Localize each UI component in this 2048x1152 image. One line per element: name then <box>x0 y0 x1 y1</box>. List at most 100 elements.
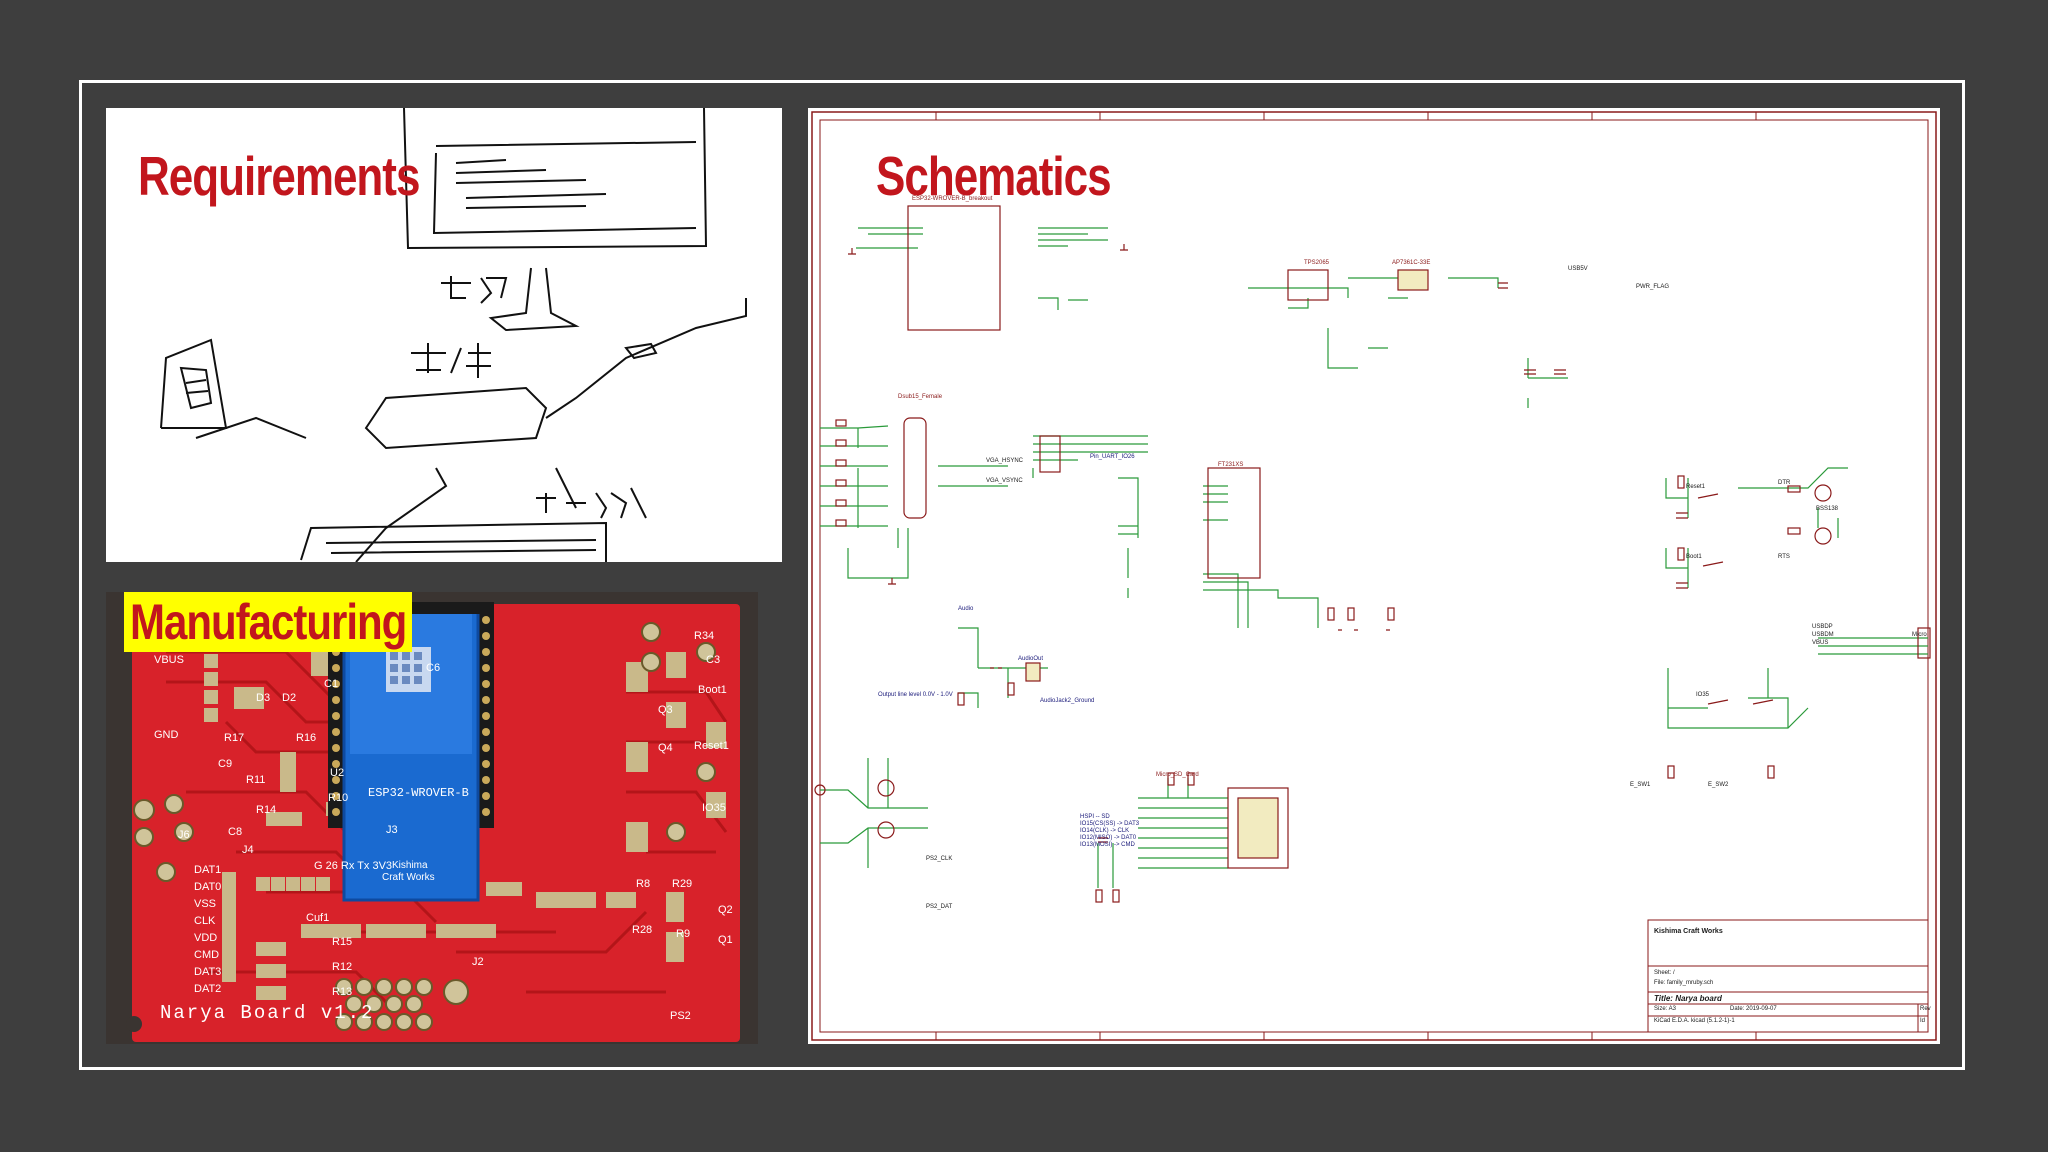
silk-boot1: Boot1 <box>698 684 727 696</box>
requirements-title: Requirements <box>138 146 420 208</box>
u4-symbol <box>1397 269 1429 291</box>
manufacturing-panel: Manufacturing ESP32-WROVER-B Kishima Cra… <box>106 592 758 1044</box>
silk-r15: R15 <box>332 936 353 948</box>
silk-d2: D2 <box>282 692 297 704</box>
net-usbdm: USBDM <box>1812 632 1834 638</box>
net-vbus: VBUS <box>1812 640 1829 646</box>
silk-j4: J4 <box>242 844 254 856</box>
silk-u2: U2 <box>330 767 345 779</box>
net-usbdp: USBDP <box>1812 624 1833 630</box>
tb-size: Size: A3 <box>1654 1006 1677 1012</box>
tb-sheet: Sheet: / <box>1654 970 1675 976</box>
tb-kicad: KiCad E.D.A. kicad (5.1.2-1)-1 <box>1654 1018 1735 1024</box>
net-vga-hsync: VGA_HSYNC <box>986 458 1024 464</box>
net-ps2-dat: PS2_DAT <box>926 904 953 910</box>
q3-value: BSS138 <box>1816 506 1839 512</box>
esw2-label: E_SW2 <box>1708 782 1729 788</box>
silk-r34: R34 <box>694 630 715 642</box>
sd-card-symbol <box>1227 787 1289 869</box>
silk-clk: CLK <box>194 915 216 927</box>
silk-q4: Q4 <box>658 742 673 754</box>
silk-c6: C6 <box>426 662 441 674</box>
micro-label: Micro <box>1912 632 1927 638</box>
silk-reset1: Reset1 <box>694 740 729 752</box>
silk-r9: R9 <box>676 928 691 940</box>
schematics-title: Schematics <box>876 146 1112 208</box>
u4-value: AP7361C-33E <box>1392 260 1431 266</box>
silk-r17: R17 <box>224 732 245 744</box>
silk-dat2: DAT2 <box>194 983 222 995</box>
silk-r13: R13 <box>332 986 353 998</box>
u2-value: FT231XS <box>1218 462 1244 468</box>
silk-j3-pins: G 26 Rx Tx 3V3 <box>314 860 393 872</box>
silk-r28: R28 <box>632 924 653 936</box>
tb-id: Id <box>1920 1018 1926 1024</box>
j3-symbol <box>1039 435 1061 473</box>
pcb-photo <box>106 592 758 1044</box>
silk-c1: C1 <box>324 678 339 690</box>
silk-gnd: GND <box>154 729 179 741</box>
module-maker-line1: Kishima <box>392 860 428 871</box>
tb-file: File: family_mruby.sch <box>1654 980 1714 986</box>
silk-ps2: PS2 <box>670 1010 691 1022</box>
silk-vbus: VBUS <box>154 654 184 666</box>
silk-r12: R12 <box>332 961 353 973</box>
boot1-label: Boot1 <box>1686 554 1702 560</box>
silk-cmd: CMD <box>194 949 220 961</box>
manufacturing-title-box: Manufacturing <box>124 592 413 652</box>
requirements-panel: Requirements <box>106 108 782 562</box>
silk-r16: R16 <box>296 732 317 744</box>
q4-symbol <box>1814 527 1832 545</box>
module-maker-line2: Craft Works <box>382 872 435 883</box>
module-name: ESP32-WROVER-B <box>368 786 469 800</box>
silk-c3: C3 <box>706 654 721 666</box>
u3-value: TPS2065 <box>1304 260 1330 266</box>
silk-vdd: VDD <box>194 932 218 944</box>
silk-q2: Q2 <box>718 904 733 916</box>
silk-c8: C8 <box>228 826 243 838</box>
net-vga-vsync: VGA_VSYNC <box>986 478 1023 484</box>
spi-note: HSPI -- SD IO15(CS(SS) -> DAT3 IO14(CLK)… <box>1080 814 1140 848</box>
silk-cuf1: Cuf1 <box>306 912 330 924</box>
silk-c9: C9 <box>218 758 233 770</box>
audio-jack-label: AudioJack2_Ground <box>1040 698 1095 704</box>
q1-symbol <box>877 779 895 797</box>
board-name: Narya Board v1.2 <box>160 1002 375 1024</box>
person-sketch <box>160 338 228 429</box>
manufacturing-title: Manufacturing <box>130 593 407 650</box>
tb-company: Kishima Craft Works <box>1654 928 1723 935</box>
u3-symbol <box>1287 269 1329 301</box>
net-dtr: DTR <box>1778 480 1791 486</box>
dsub-connector <box>903 417 927 519</box>
j4-value: Micro_SD_Card <box>1156 772 1199 778</box>
silk-dat3: DAT3 <box>194 966 222 978</box>
silk-dat1: DAT1 <box>194 864 222 876</box>
reset1-label: Reset1 <box>1686 484 1706 490</box>
io35-label: IO35 <box>1696 692 1710 698</box>
esw1-label: E_SW1 <box>1630 782 1651 788</box>
keyboard-sketch <box>300 521 607 562</box>
audio-out-label: AudioOut <box>1018 656 1044 662</box>
j3-value: Pin_UART_IO26 <box>1090 454 1135 460</box>
net-usb5v: USB5V <box>1568 266 1588 272</box>
silk-dat0: DAT0 <box>194 881 222 893</box>
silk-vss: VSS <box>194 898 217 910</box>
monitor-sketch <box>403 108 708 250</box>
body-sketch <box>364 386 548 450</box>
silk-r14: R14 <box>256 804 277 816</box>
net-ps2-clk: PS2_CLK <box>926 856 953 862</box>
q2-symbol <box>877 821 895 839</box>
tb-rev: Rev <box>1920 1006 1931 1012</box>
silk-q3: Q3 <box>658 704 673 716</box>
silk-d3: D3 <box>256 692 271 704</box>
silk-j2: J2 <box>472 956 484 968</box>
silk-r10: R10 <box>328 792 349 804</box>
silk-r11: R11 <box>246 774 266 786</box>
u1-value: ESP32-WROVER-B_breakout <box>912 196 993 202</box>
tb-title: Title: Narya board <box>1654 994 1722 1003</box>
silk-io35: IO35 <box>702 802 726 814</box>
silk-r29: R29 <box>672 878 693 890</box>
net-rts: RTS <box>1778 554 1790 560</box>
requirements-sketch <box>160 108 747 562</box>
j2-value: Dsub15_Female <box>898 394 943 400</box>
